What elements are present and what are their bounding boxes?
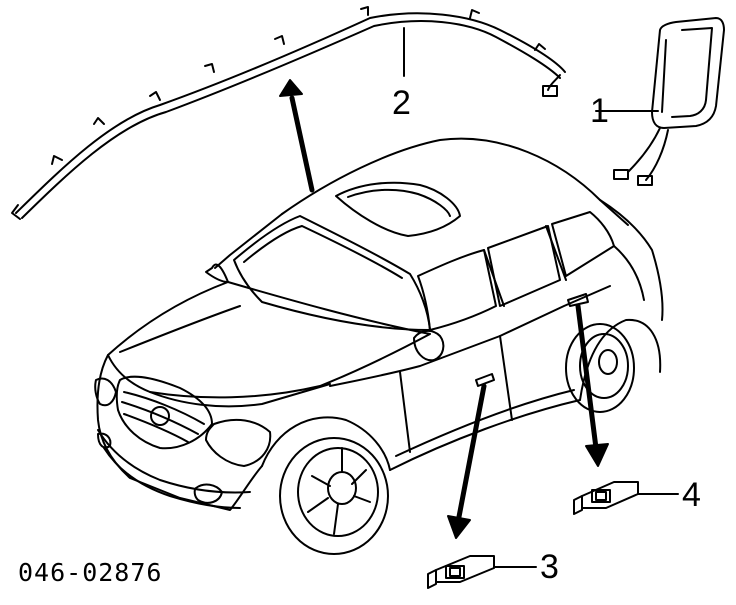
fog-light-left bbox=[97, 432, 112, 449]
callout-2: 2 bbox=[392, 84, 411, 122]
grille-badge bbox=[150, 406, 170, 426]
front-wheel bbox=[279, 437, 389, 555]
headlight-left bbox=[94, 377, 117, 407]
diagram-part-code: 046-02876 bbox=[18, 558, 163, 587]
rear-wheel bbox=[565, 323, 635, 413]
front-door-impact-sensor bbox=[427, 555, 495, 589]
grille bbox=[115, 375, 213, 450]
rear-door-impact-sensor bbox=[573, 481, 639, 515]
fog-light-right bbox=[193, 483, 223, 504]
callout-3: 3 bbox=[540, 548, 559, 586]
rear-door-handle bbox=[567, 293, 589, 307]
callout-4: 4 bbox=[682, 476, 701, 514]
leader-lines bbox=[403, 27, 679, 568]
sunroof bbox=[335, 181, 461, 237]
headlight-right bbox=[205, 418, 272, 467]
side-mirror bbox=[413, 330, 445, 362]
arrow-to-front-sensor bbox=[455, 383, 487, 525]
windshield bbox=[233, 215, 431, 331]
front-door-handle bbox=[475, 373, 495, 387]
side-airbag-module bbox=[613, 17, 725, 186]
direction-arrows bbox=[279, 79, 609, 539]
arrow-to-curtain-airbag bbox=[289, 95, 315, 193]
arrow-to-rear-sensor bbox=[575, 303, 599, 451]
hood bbox=[107, 281, 431, 399]
vehicle-body bbox=[94, 137, 664, 555]
curtain-airbag bbox=[11, 6, 566, 220]
callout-1: 1 bbox=[590, 92, 609, 130]
